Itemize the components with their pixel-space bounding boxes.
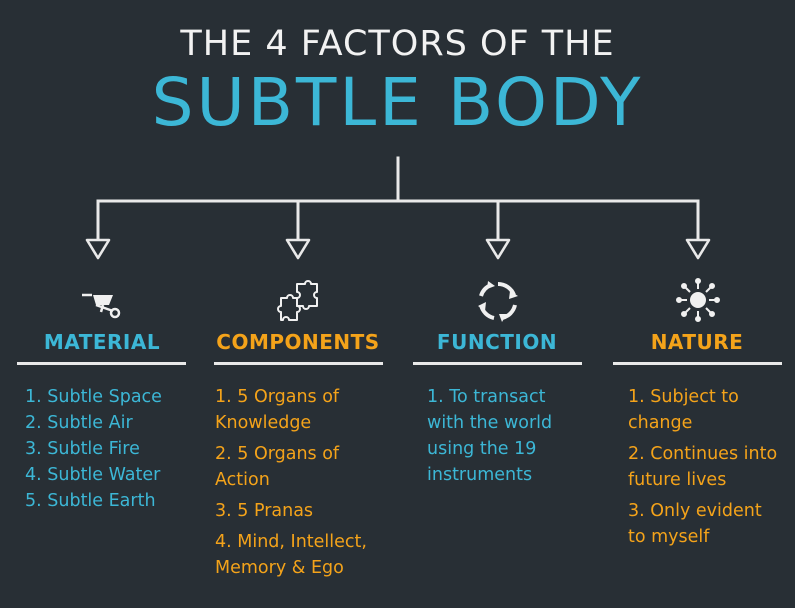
cycle-arrows-icon <box>478 281 518 322</box>
heading-components: COMPONENTS <box>216 330 380 354</box>
heading-material: MATERIAL <box>43 330 161 354</box>
list-item: 1. Subject to change <box>628 387 739 433</box>
list-item: 4. Subtle Water <box>25 465 161 485</box>
arrow-head-components <box>285 238 311 260</box>
arrow-head-function <box>485 238 511 260</box>
diagram-title-main: SUBTLE BODY <box>151 64 644 141</box>
wheelbarrow-icon <box>82 293 121 319</box>
sun-burst-icon <box>676 278 720 322</box>
list-item: 2. 5 Organs of Action <box>215 444 340 490</box>
list-item: 4. Mind, Intellect, Memory & Ego <box>215 532 367 578</box>
list-item: 2. Subtle Air <box>25 413 133 433</box>
list-nature: 1. Subject to change 2. Continues into f… <box>628 384 778 555</box>
list-item: 5. Subtle Earth <box>25 491 156 511</box>
list-item: 1. Subtle Space <box>25 387 162 407</box>
list-item: 1. 5 Organs of Knowledge <box>215 387 340 433</box>
list-item: 3. 5 Pranas <box>215 501 314 521</box>
puzzle-pieces-icon <box>277 280 318 321</box>
list-components: 1. 5 Organs of Knowledge 2. 5 Organs of … <box>215 384 390 586</box>
list-item: 3. Only evident to myself <box>628 501 762 547</box>
list-item: 2. Continues into future lives <box>628 444 778 490</box>
heading-nature: NATURE <box>650 330 744 354</box>
arrow-head-nature <box>685 238 711 260</box>
divider-material <box>17 362 186 365</box>
list-function: 1. To transact with the world using the … <box>427 384 572 493</box>
list-item: 3. Subtle Fire <box>25 439 140 459</box>
diagram-title-top: THE 4 FACTORS OF THE <box>180 24 615 64</box>
list-material: 1. Subtle Space 2. Subtle Air 3. Subtle … <box>25 384 190 514</box>
heading-function: FUNCTION <box>436 330 558 354</box>
divider-components <box>214 362 383 365</box>
arrow-head-material <box>85 238 111 260</box>
divider-function <box>413 362 582 365</box>
divider-nature <box>613 362 782 365</box>
list-item: 1. To transact with the world using the … <box>427 387 553 485</box>
